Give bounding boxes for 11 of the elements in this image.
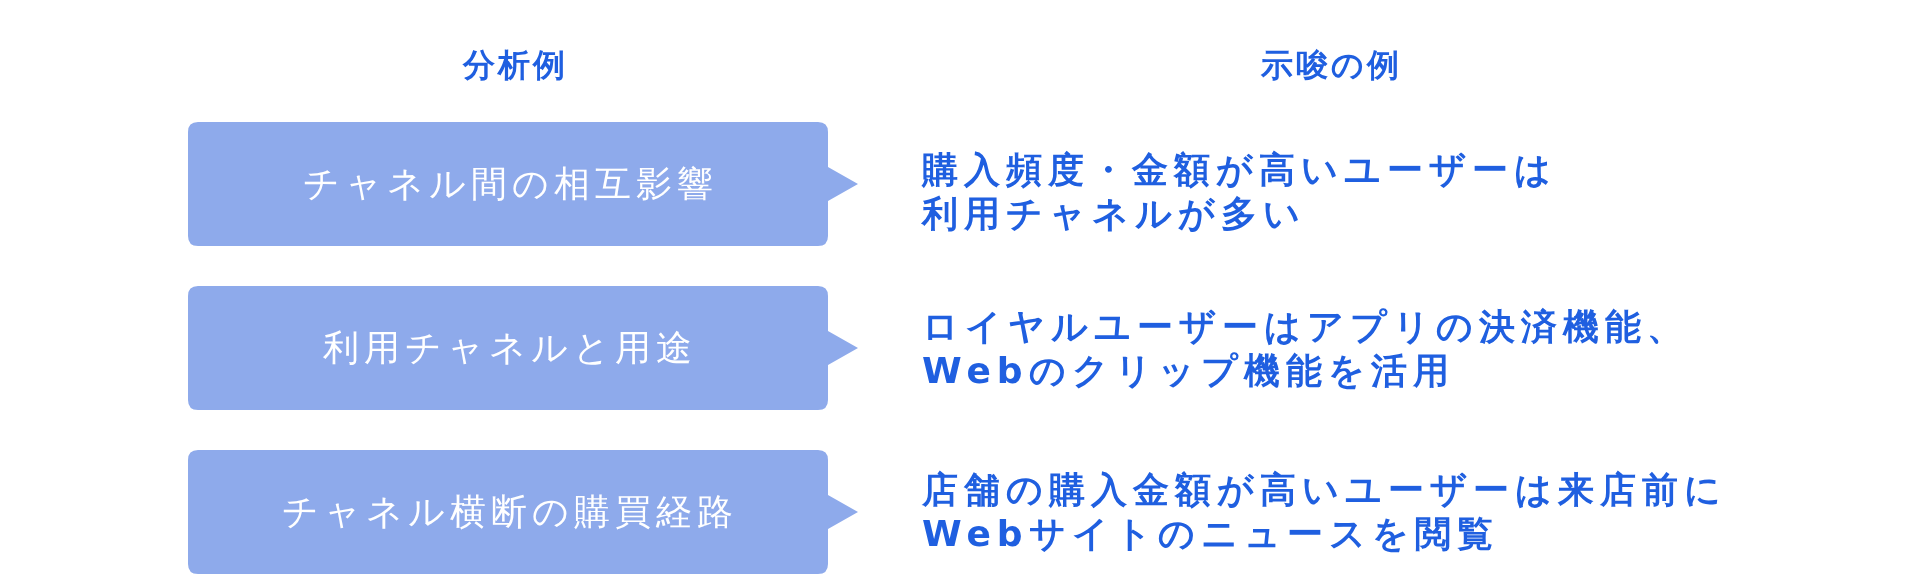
- column-heading: 分析例: [463, 45, 568, 85]
- speech-bubble-box: [188, 286, 858, 410]
- speech-bubble-box: [188, 122, 858, 246]
- box-label: 利用チャネルと用途: [323, 326, 697, 370]
- insight-text: ロイヤルユーザーはアプリの決済機能、Webのクリップ機能を活用: [922, 305, 1690, 393]
- box-label: チャネル横断の購買経路: [282, 490, 738, 534]
- speech-bubble-box: [188, 450, 858, 574]
- box-label: チャネル間の相互影響: [303, 162, 718, 206]
- insight-text: 店舗の購入金額が高いユーザーは来店前にWebサイトのニュースを閲覧: [922, 468, 1728, 556]
- column-heading: 示唆の例: [1261, 45, 1402, 85]
- insight-text: 購入頻度・金額が高いユーザーは利用チャネルが多い: [922, 148, 1558, 236]
